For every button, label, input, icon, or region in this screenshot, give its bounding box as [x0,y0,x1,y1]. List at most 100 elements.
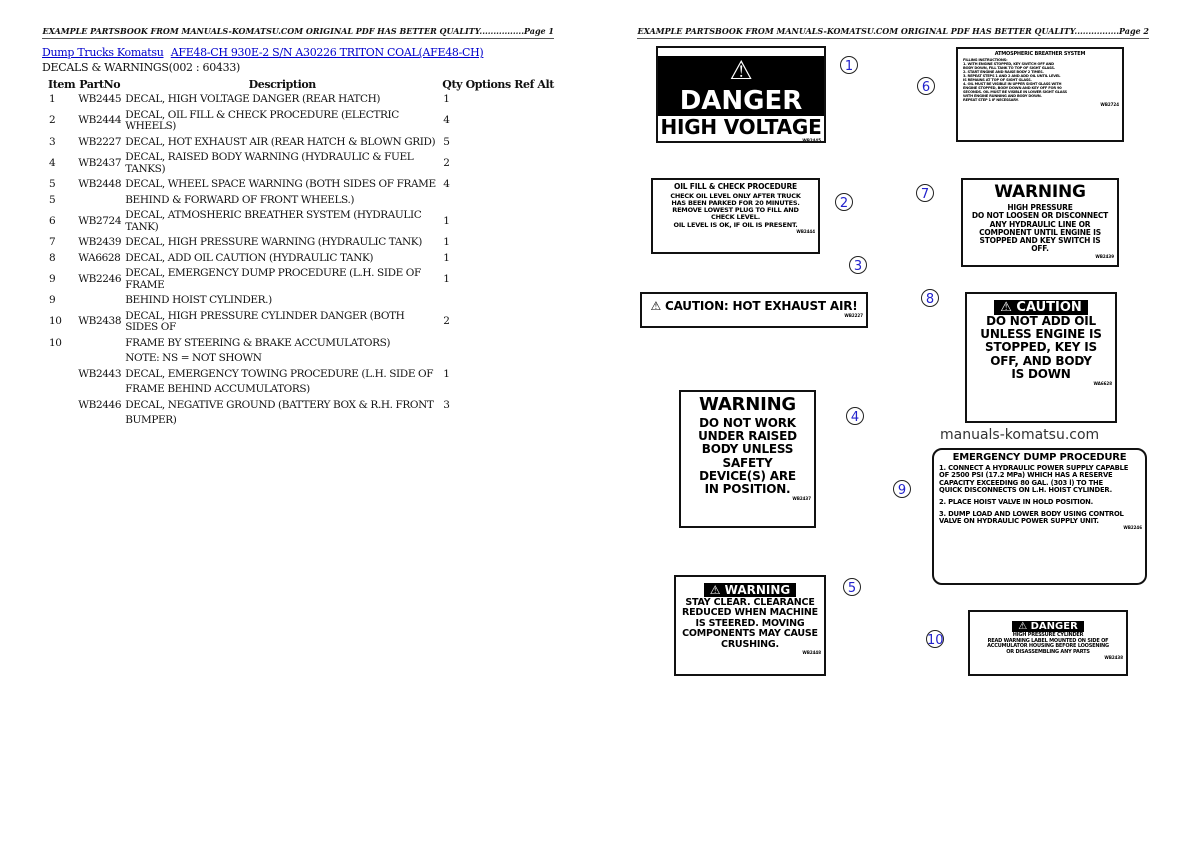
cell-desc: DECAL, HIGH PRESSURE WARNING (HYDRAULIC … [125,236,422,248]
decal-title: ATMOSPHERIC BREATHER SYSTEM [994,51,1086,57]
decal-text-line: HIGH VOLTAGE [660,115,822,139]
cell-item: 7 [49,236,56,248]
decal-text-line: HIGH PRESSURE [1007,203,1073,212]
cell-qty: 1 [443,272,450,285]
decal-part-code: WB2246 [1123,525,1142,531]
decal-banner: ⚠ DANGER [1012,621,1084,632]
cell-desc: BEHIND HOIST CYLINDER.) [125,294,272,306]
cell-pn: WB2443 [78,367,122,380]
table-header: Item PartNo Description Qty Options Ref … [46,77,556,92]
callout-3: 3 [849,256,867,274]
decal-text-line: BODY DOWN, FILL TANK TO TOP OF SIGHT GLA… [963,65,1055,70]
cell-pn [77,293,124,309]
decal-text-line: VALVE ON HYDRAULIC POWER SUPPLY UNIT. [939,516,1099,525]
cell-qty [440,413,556,429]
table-row: BUMPER) [46,413,556,429]
decal-text-line: ACCUMULATOR HOUSING BEFORE LOOSENING [987,643,1109,649]
cell-item: 9 [49,272,56,285]
decal-title: EMERGENCY DUMP PROCEDURE [952,452,1127,463]
decal-text-line: COMPONENT UNTIL ENGINE IS [979,227,1101,237]
decal-text-line: CRUSHING. [721,638,779,650]
decal-text-line: OR DISASSEMBLING ANY PARTS [1006,648,1090,655]
cell-desc: BEHIND & FORWARD OF FRONT WHEELS.) [125,193,355,206]
cell-pn [77,193,124,209]
decal-title: WARNING [698,394,797,415]
decal-text-line: DO NOT WORK [699,416,796,430]
col-alt: Alt [537,78,554,91]
cell-desc: FRAME BY STEERING & BRAKE ACCUMULATORS) [125,336,391,349]
breadcrumb-link-model[interactable]: AFE48-CH 930E-2 S/N A30226 TRITON COAL(A… [170,46,484,59]
decal-text-line: OFF, AND BODY [990,353,1092,368]
decal-text-line: UNDER RAISED [698,429,797,444]
decal-banner: ⚠ CAUTION [994,300,1088,315]
decal-part-code: WB2445 [802,138,821,143]
cell-qty [440,351,556,367]
decal-text-line: REDUCED WHEN MACHINE [682,607,818,619]
decal-text-line: COMPONENTS MAY CAUSE [682,628,818,640]
decal-text-line: OFF. [1031,244,1049,254]
cell-item: 1 [49,93,56,105]
cell-item [46,398,77,414]
breadcrumb-link-category[interactable]: Dump Trucks Komatsu [42,46,164,59]
cell-qty [440,336,556,352]
decal-text-line: BODY UNLESS [701,442,794,457]
decal-part-code: WB2227 [844,313,863,319]
decal-wb2227: ⚠ CAUTION: HOT EXHAUST AIR!WB2227 [640,292,868,328]
decal-text-line: HAS BEEN PARKED FOR 20 MINUTES. [671,199,800,208]
callout-6: 6 [917,77,935,95]
cell-pn: WB2445 [78,93,122,105]
decal-part-code: WB2448 [802,650,821,656]
cell-pn: WB2724 [78,214,122,227]
decal-text-line: WITH ENGINE RUNNING AND BODY DOWN. [963,93,1042,98]
cell-item: 5 [49,193,56,206]
decal-text-line: IS DOWN [1011,366,1071,381]
cell-qty: 4 [443,114,450,127]
cell-pn [77,336,124,352]
cell-item [46,382,77,398]
decal-title: OIL FILL & CHECK PROCEDURE [674,182,797,191]
cell-desc: DECAL, RAISED BODY WARNING (HYDRAULIC & … [125,151,414,175]
decal-title: WARNING [994,182,1086,202]
decal-text-line: 1. CONNECT A HYDRAULIC POWER SUPPLY CAPA… [939,464,1129,472]
table-row: FRAME BEHIND ACCUMULATORS) [46,382,556,398]
cell-qty: 5 [443,135,450,148]
cell-qty: 1 [443,251,450,264]
cell-pn: WB2439 [78,236,122,248]
decal-text-line: CAPACITY EXCEEDING 80 GAL. (303 l) TO TH… [939,478,1103,487]
cell-pn: WB2246 [78,272,122,285]
decal-part-code: WB2444 [796,228,815,234]
cell-item: 10 [49,336,62,349]
cell-desc: DECAL, HOT EXHAUST AIR (REAR HATCH & BLO… [125,135,436,148]
decal-text-line: READ WARNING LABEL MOUNTED ON SIDE OF [987,637,1109,644]
cell-desc: FRAME BEHIND ACCUMULATORS) [125,383,310,395]
col-description: Description [248,78,317,91]
decal-banner: ⚠ DANGER [658,56,824,116]
cell-pn: WA6628 [78,251,121,264]
cell-item: 6 [49,214,56,227]
cell-item [46,367,77,383]
cell-desc: DECAL, EMERGENCY TOWING PROCEDURE (L.H. … [125,367,434,380]
cell-item: 4 [49,156,56,169]
cell-qty [440,293,556,309]
decal-text-line: SAFETY [722,455,773,470]
decal-part-code: WB2439 [1095,253,1114,259]
cell-pn: WB2438 [78,315,122,328]
cell-desc: DECAL, ATMOSHERIC BREATHER SYSTEM (HYDRA… [125,209,422,233]
cell-item [46,351,77,367]
decal-text-line: ENGINE STOPPED, BODY DOWN AND KEY OFF FO… [963,85,1062,90]
decal-text-line: CHECK OIL LEVEL ONLY AFTER TRUCK [670,192,801,200]
decal-text-line: 2. START ENGINE AND RAISE BODY 2 TIMES. [963,69,1044,74]
decal-text-line: REPEAT STEP 1 IF NECESSARY. [963,97,1019,102]
